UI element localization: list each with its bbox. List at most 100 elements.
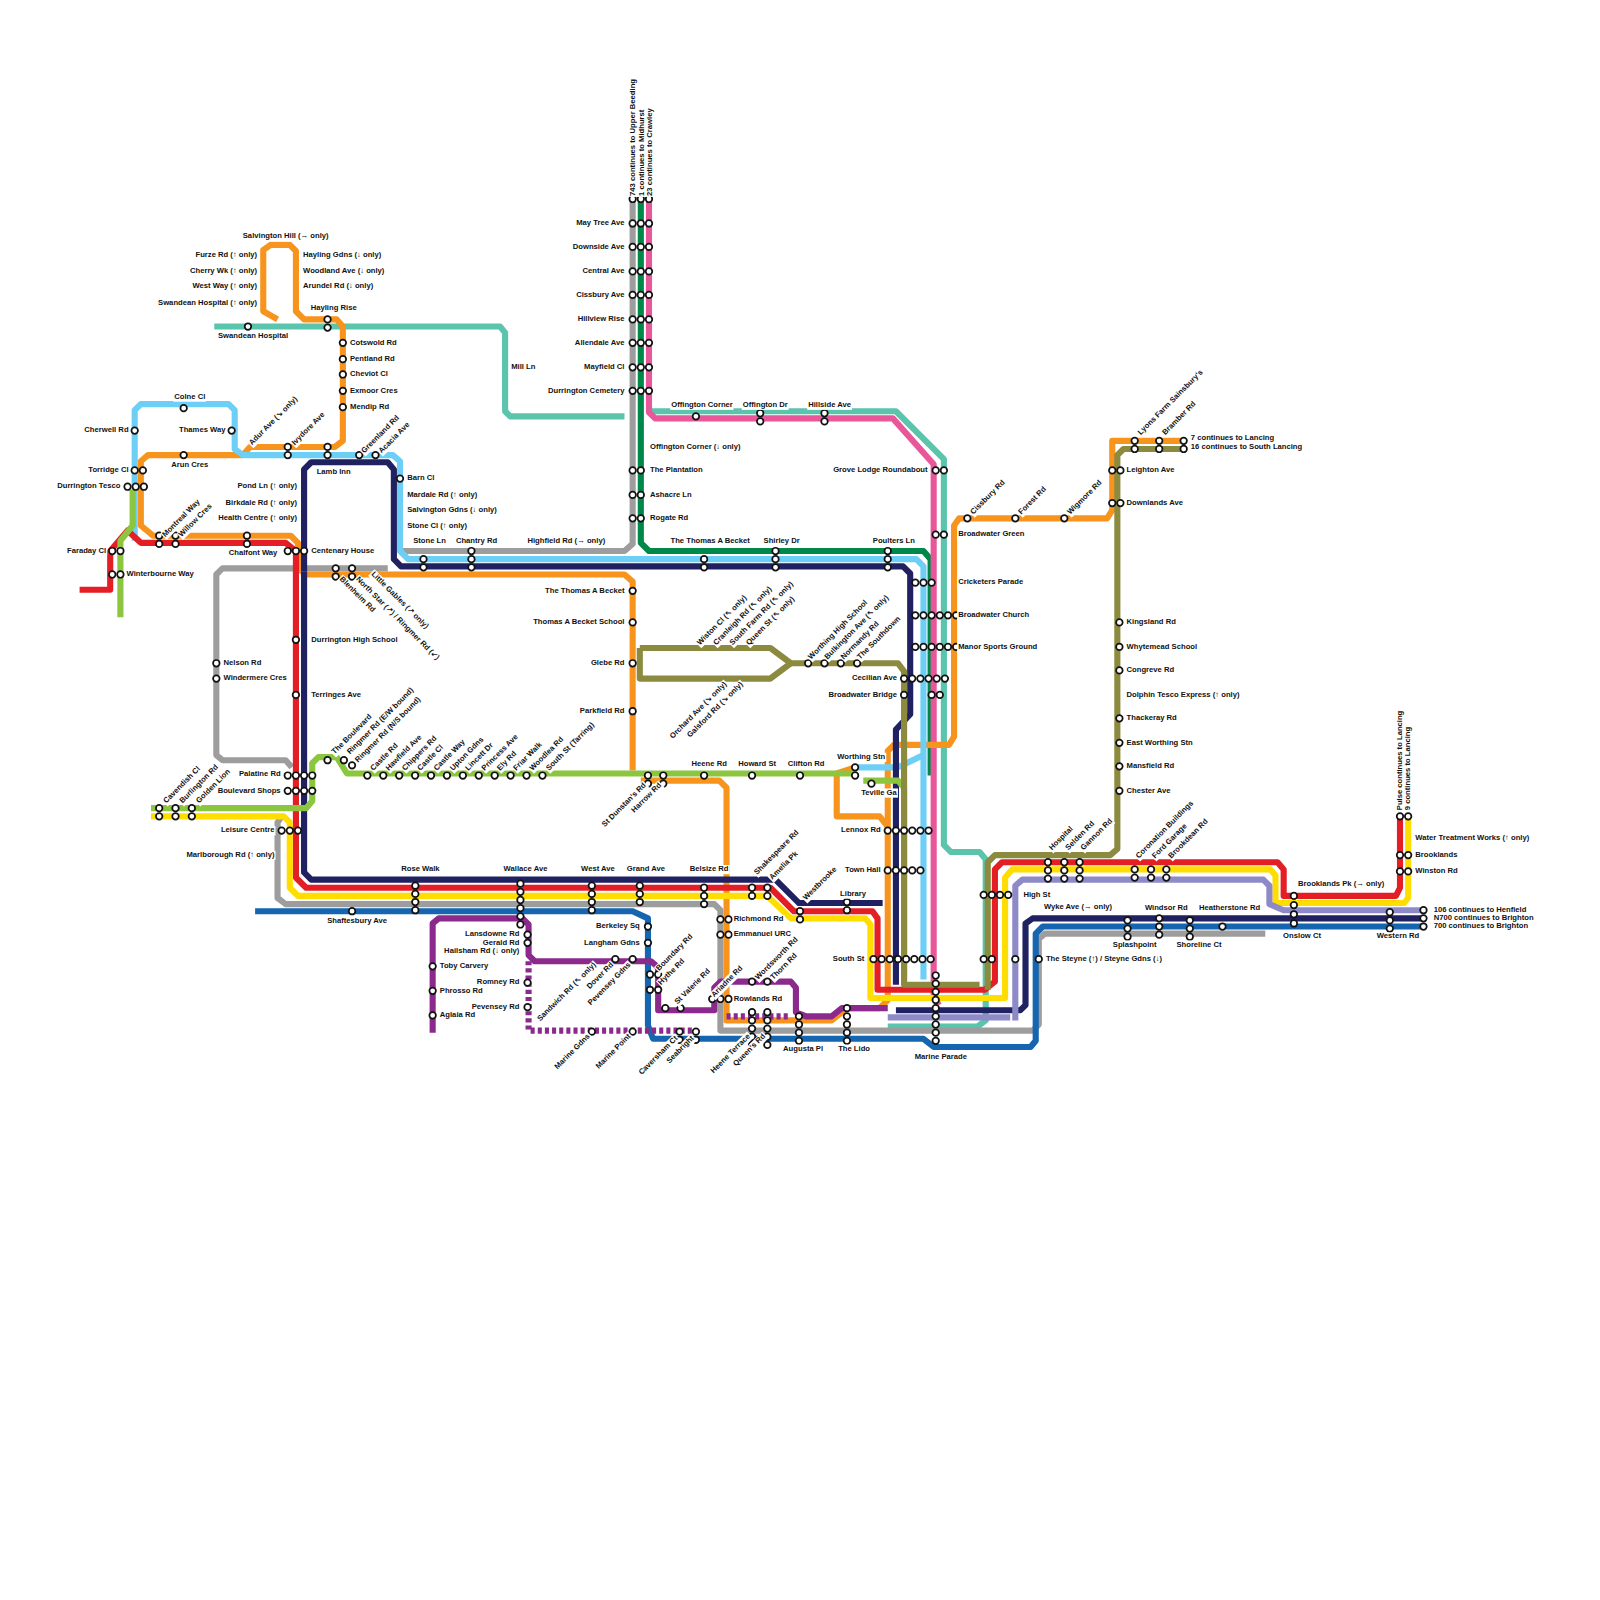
route-line [888,1014,1010,1020]
stop-name: Howard St [737,760,777,769]
stop-marker [676,1028,683,1035]
stop-marker [932,1029,939,1036]
stop-marker [1405,868,1412,875]
stop-name: Chalfont Way [228,549,279,558]
stop-marker [1116,644,1123,651]
stop-marker [460,772,467,779]
stop-marker [1156,915,1163,922]
stop-marker [524,931,531,938]
stop-name: Torridge Cl [87,466,129,475]
stop-marker [1131,874,1138,881]
stop-name: Marine Gdns [552,1032,592,1072]
stop-marker [749,884,756,891]
stop-marker [757,418,764,425]
stop-marker [725,931,732,938]
stop-marker [539,772,546,779]
stop-marker [1012,515,1019,522]
stop-marker [517,913,524,920]
stop-marker [1061,875,1068,882]
stop-marker [309,772,316,779]
stop-marker [701,893,708,900]
stop-name: Cissbury Rd [968,478,1008,518]
stop-marker [662,1005,669,1012]
stop-marker [517,897,524,904]
stop-marker [646,292,653,299]
stop-marker [647,987,654,994]
stop-marker [701,772,708,779]
stop-name: Grand Ave [626,865,666,874]
stop-marker [1291,893,1298,900]
stop-marker [884,867,891,874]
stop-marker [1045,875,1052,882]
stop-marker [646,316,653,323]
stop-name: Poulters Ln [872,536,916,545]
stop-name: Brooklands Pk (→ only) [1297,880,1385,889]
stop-marker [397,475,404,482]
stop-marker [693,413,700,420]
stop-marker [764,978,771,985]
stop-marker [1420,915,1427,922]
stop-name: Leighton Ave [1126,466,1176,475]
stop-name: Town Hall [844,866,882,875]
stop-marker [637,891,644,898]
stop-marker [629,244,636,251]
stop-marker [1187,917,1194,924]
stop-name: South St [832,955,865,964]
stop-marker [1124,925,1131,932]
stop-marker [844,1038,851,1045]
stop-name: Grove Lodge Roundabout [832,466,928,475]
stop-name: Nelson Rd [222,659,262,668]
route-line [151,816,1408,998]
stop-marker [932,997,939,1004]
stop-name: Colne Cl [173,393,206,402]
stop-name: Cecilian Ave [851,674,898,683]
stop-name: Cherry Wk (↑ only) [189,267,258,276]
stop-marker [797,772,804,779]
stop-marker [646,388,653,395]
stop-name: Library [839,889,867,898]
stop-marker [1061,859,1068,866]
stop-marker [1156,438,1163,445]
stop-name: Chantry Rd [455,536,498,545]
stop-marker [932,972,939,979]
stop-marker [629,588,636,595]
stop-marker [989,892,996,899]
stop-marker [693,1028,700,1035]
stop-name: Durrington Tesco [56,482,121,491]
stop-marker [340,340,347,347]
stop-marker [942,675,949,682]
stop-marker [156,541,163,548]
stop-marker [180,452,187,459]
stop-marker [638,316,645,323]
stop-marker [396,772,403,779]
stop-marker [1180,438,1187,445]
stop-marker [429,963,436,970]
stop-name: Western Rd [1376,932,1420,941]
stop-name: Belsize Rd [689,865,730,874]
route-line [80,531,1400,990]
stop-name: May Tree Ave [575,219,625,228]
route-lines [80,199,1424,1047]
stop-marker [1180,446,1187,453]
stop-marker [1420,923,1427,930]
route-line [1015,880,1423,1021]
stop-name: Worthing Stn [836,753,886,762]
stop-marker [172,805,179,812]
stop-name: Rose Walk [400,865,440,874]
stop-marker [429,1012,436,1019]
stop-marker [1397,868,1404,875]
stop-marker [172,813,179,820]
stop-name: North Star (↗) / Ringmer Rd (↙) [353,574,442,663]
stop-marker [629,492,636,499]
stop-marker [468,556,475,563]
stop-marker [912,579,919,586]
stop-marker [717,931,724,938]
stop-marker [1076,867,1083,874]
stop-name: Pentland Rd [349,355,396,364]
stop-marker [1187,925,1194,932]
stop-marker [655,987,662,994]
stop-name: Langham Gdns [583,938,641,947]
stop-marker [228,427,235,434]
stop-name: Stone Cl (↑ only) [406,522,468,531]
stop-marker [364,772,371,779]
